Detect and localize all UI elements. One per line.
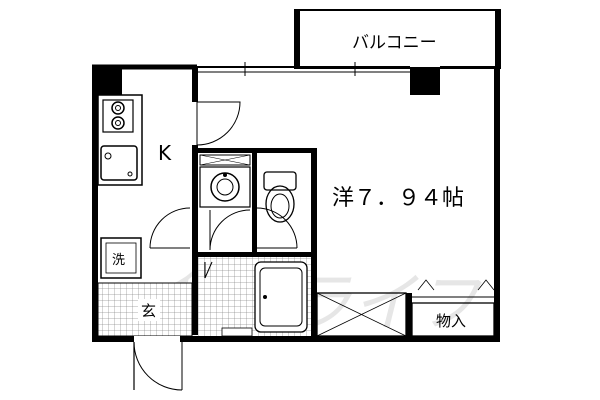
- toilet: [263, 171, 297, 223]
- wash-door: [209, 209, 251, 251]
- western-room-label: 洋７．９４帖: [332, 186, 464, 211]
- storage: 物入: [411, 279, 495, 337]
- storage-label: 物入: [436, 312, 466, 330]
- hall-door: [149, 207, 191, 249]
- closet: [316, 292, 412, 337]
- wash-basin: [199, 166, 251, 208]
- balcony: バルコニー: [294, 9, 501, 69]
- wet-area-walls: [192, 148, 317, 338]
- balcony-label: バルコニー: [352, 33, 437, 53]
- outer-walls: [92, 64, 500, 342]
- bathroom: [198, 257, 311, 337]
- entrance-door: [128, 336, 186, 391]
- kitchen: K: [97, 94, 172, 186]
- window-top: [197, 62, 500, 76]
- washer-space: 洗: [100, 237, 142, 279]
- kitchen-room-wall: [192, 67, 241, 335]
- kitchen-label: K: [158, 141, 172, 165]
- entrance-label: 玄: [141, 302, 156, 320]
- toilet-door: [256, 207, 298, 249]
- entrance: 玄: [97, 282, 193, 337]
- washer-label: 洗: [112, 253, 125, 268]
